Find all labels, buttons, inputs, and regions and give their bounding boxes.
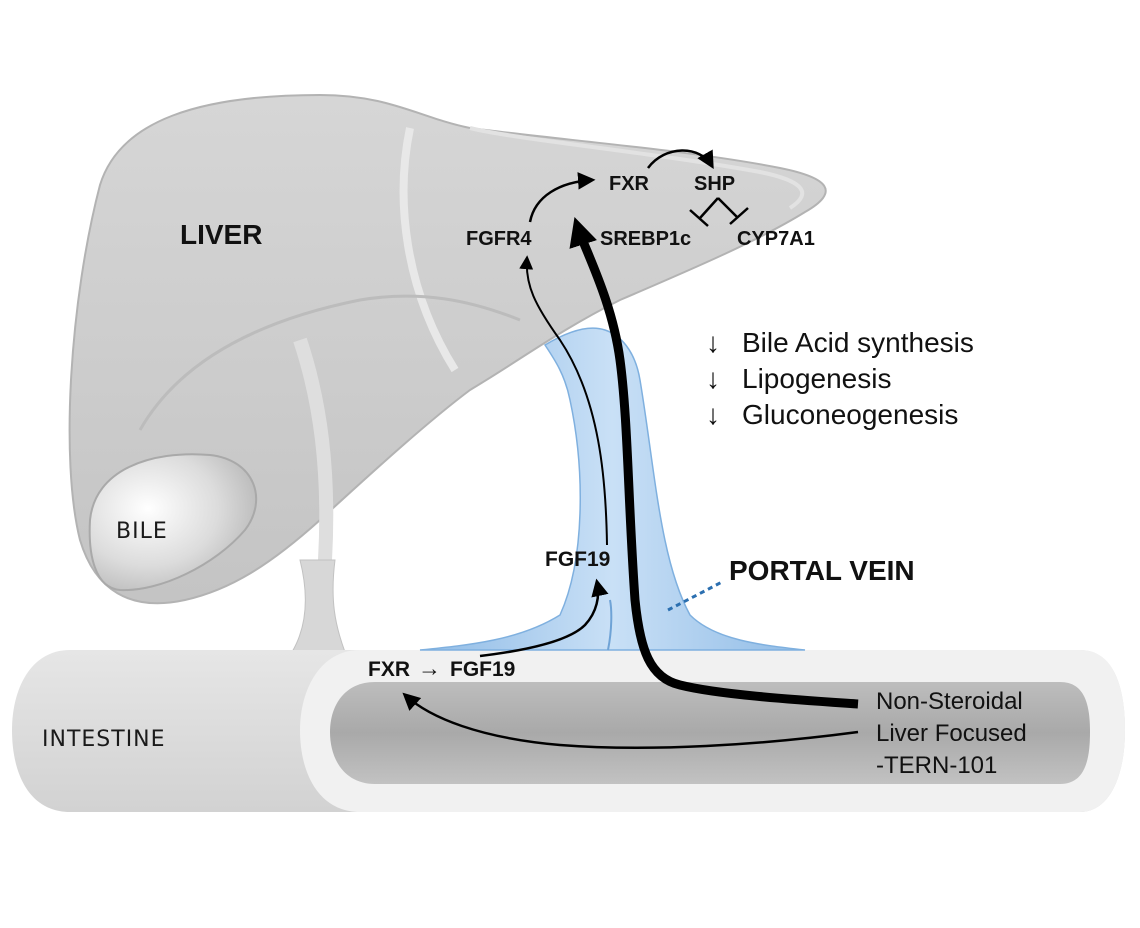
effect-arrow-1: ↓ — [706, 327, 720, 358]
drug-to-liver-arrow — [569, 217, 859, 709]
portal-vein-label: PORTAL VEIN — [729, 555, 915, 586]
intestine-arrow-label: → — [418, 655, 441, 681]
ligament — [291, 559, 346, 653]
bile-label: BILE — [116, 519, 168, 544]
effect-text-2: Lipogenesis — [742, 363, 891, 394]
drug-to-intestine-arrow — [402, 692, 859, 750]
portal-vein — [419, 327, 806, 651]
intestine — [12, 650, 1125, 812]
drug-line-2: Liver Focused — [876, 720, 1027, 747]
fgf19-to-fgfr4-arrow — [519, 255, 608, 546]
effect-arrow-3: ↓ — [706, 399, 720, 430]
effect-arrow-2: ↓ — [706, 363, 720, 394]
portal-vein-leader — [667, 580, 723, 612]
portal-fgf19-label: FGF19 — [545, 548, 610, 571]
gallbladder — [88, 453, 258, 592]
fgf19-intestine-to-portal-arrow — [479, 578, 609, 658]
liver-label: LIVER — [180, 219, 262, 250]
drug-line-3: -TERN-101 — [876, 752, 997, 779]
liver-shp-label: SHP — [694, 173, 735, 195]
cyp7a1-label: CYP7A1 — [737, 228, 815, 250]
liver-fxr-label: FXR — [609, 173, 650, 195]
shp-inhibit-cyp7a1 — [717, 197, 749, 225]
shp-inhibit-srebp1c — [689, 197, 719, 227]
intestine-fgf19-label: FGF19 — [450, 658, 515, 681]
srebp1c-label: SREBP1c — [600, 228, 691, 250]
effect-text-3: Gluconeogenesis — [742, 399, 958, 430]
fxr-to-shp-arrow — [646, 149, 714, 170]
drug-line-1: Non-Steroidal — [876, 688, 1023, 715]
fgfr4-label: FGFR4 — [466, 228, 532, 250]
effect-text-1: Bile Acid synthesis — [742, 327, 974, 358]
fgfr4-to-fxr-arrow — [528, 172, 596, 223]
intestine-label: INTESTINE — [42, 727, 166, 752]
intestine-fxr-label: FXR — [368, 658, 410, 681]
effects-list: ↓ Bile Acid synthesis ↓ Lipogenesis ↓ Gl… — [706, 327, 974, 430]
